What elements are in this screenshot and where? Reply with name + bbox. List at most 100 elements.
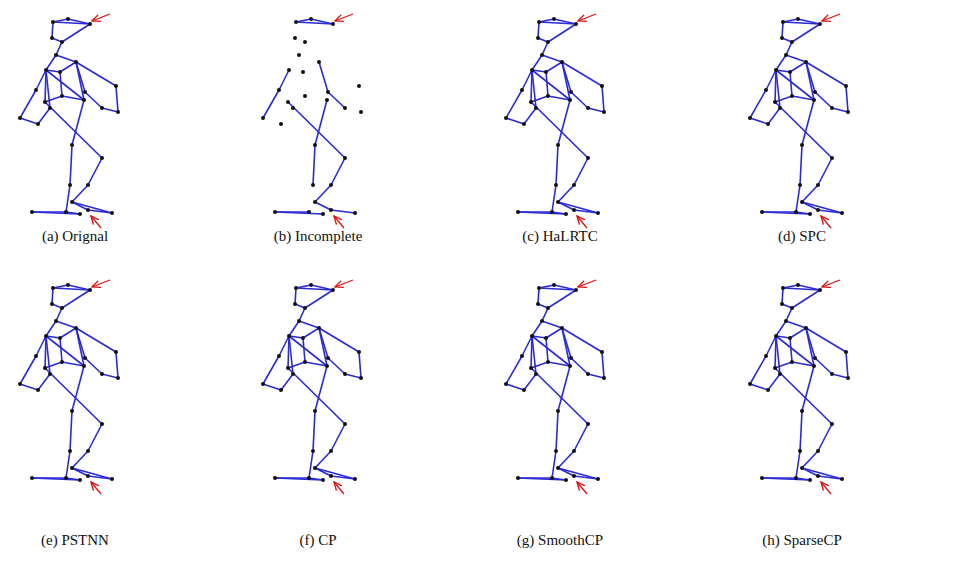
bone-line [522,70,532,90]
bone-line [60,328,76,338]
subfigure-caption: (a) Orignal [42,228,108,245]
joint-dot [556,466,560,470]
skeleton-figure [504,14,606,228]
bone-line [288,102,345,158]
joint-dot [303,94,307,98]
bone-line [45,336,46,368]
red-arrow [577,482,587,494]
bone-line [552,212,566,214]
joint-dot [66,17,70,21]
joint-dot [781,20,785,24]
subfigure-caption: (g) SmoothCP [517,532,603,549]
bone-line [818,424,832,451]
bone-line [796,478,810,480]
bone-line [782,288,783,304]
bone-line [76,328,116,352]
joint-dot [116,376,120,380]
joint-dot [287,334,291,338]
bone-line [531,96,548,102]
joint-dot [816,449,820,453]
bone-line [796,451,800,478]
joint-dot [529,366,533,370]
subfigure-caption: (c) HaLRTC [522,228,597,245]
joint-dot [564,212,568,216]
joint-dot [261,382,265,386]
bone-line [546,62,562,72]
joint-dot [564,478,568,482]
bone-line [303,328,319,338]
bone-line [562,328,602,352]
bone-line [309,478,323,480]
joint-dot [293,302,297,306]
joint-dot [546,40,550,44]
bone-line [46,336,84,366]
bone-line [319,328,359,352]
joint-dot [760,476,764,480]
bone-line [768,108,780,124]
joint-dot [766,388,770,392]
joint-dot [325,98,329,102]
joint-dot [520,354,524,358]
bone-line [315,451,331,468]
bone-line [315,100,327,145]
joint-dot [303,306,307,310]
bone-line [531,102,588,158]
bone-line [38,108,50,124]
bone-line [539,22,576,24]
joint-dot [784,319,788,323]
joint-dot [343,106,347,110]
bone-line [762,478,810,480]
joint-dot [357,350,361,354]
joint-dot [50,36,54,40]
bone-line [288,336,289,368]
joint-dot [516,210,520,214]
joint-dot [586,422,590,426]
joint-dot [297,53,301,57]
bone-line [299,321,319,328]
bone-line [768,374,780,390]
bone-line [531,336,532,368]
joint-dot [798,183,802,187]
joint-dot [70,466,74,470]
joint-dot [311,449,315,453]
joint-dot [554,449,558,453]
bone-line [558,185,574,202]
joint-dot [830,156,834,160]
bone-line [20,90,36,118]
joint-dot [796,283,800,287]
bone-line [506,118,524,124]
joint-dot [291,106,295,110]
joint-dot [530,334,534,338]
joint-dot [569,90,573,94]
joint-dot [812,98,816,102]
joint-dot [550,476,554,480]
bone-line [46,70,84,100]
bone-line [538,22,539,38]
bone-line [52,22,53,38]
joint-dot [552,283,556,287]
joint-dot [36,388,40,392]
red-arrow [822,14,840,21]
bone-line [45,368,102,424]
joint-dot [788,336,792,340]
joint-dot [574,288,578,292]
joint-dot [846,110,850,114]
bone-line [775,362,792,368]
joint-dot [784,53,788,57]
joint-dot [790,94,794,98]
bone-line [72,100,84,145]
joint-dot [353,211,357,215]
bone-line [331,158,345,185]
joint-dot [18,116,22,120]
joint-dot [774,334,778,338]
bone-line [275,212,323,214]
bone-line [574,158,588,185]
joint-dot [568,98,572,102]
joint-dot [86,208,90,212]
skeleton-figure [18,14,120,228]
joint-dot [70,409,74,413]
joint-dot [343,372,347,376]
joint-dot [88,288,92,292]
bone-line [102,374,118,378]
joint-dot [552,17,556,21]
